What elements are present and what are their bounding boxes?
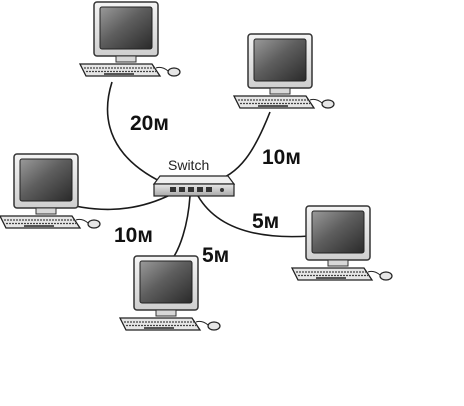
cable-top-left — [106, 81, 171, 187]
switch-label: Switch — [168, 157, 209, 173]
cable-bottom-right — [197, 195, 311, 238]
cable-length-label: 10м — [114, 224, 153, 247]
computer-icon — [233, 33, 335, 109]
cable-length-label: 20м — [130, 112, 169, 135]
computer-icon — [79, 1, 181, 77]
network-switch: Switch — [152, 157, 236, 197]
computer-icon — [291, 205, 393, 281]
cable-length-label: 5м — [252, 210, 279, 233]
computer-icon — [119, 255, 221, 331]
cable-bottom — [169, 195, 191, 263]
cable-length-label: 10м — [262, 146, 301, 169]
computer-icon — [0, 153, 101, 229]
cable-length-label: 5м — [202, 244, 229, 267]
